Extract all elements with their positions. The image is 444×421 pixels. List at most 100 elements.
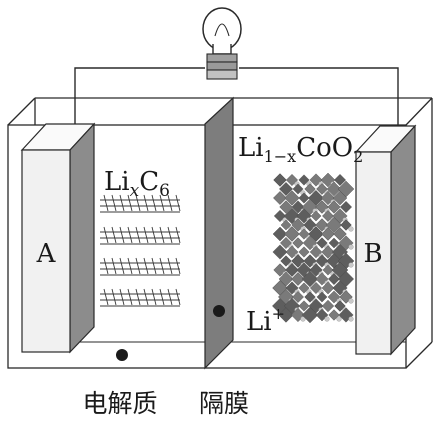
electrolyte-marker [116,349,128,361]
crystal-octahedron [291,200,305,214]
crystal-octahedron [273,263,287,277]
crystal-octahedron [298,192,310,204]
crystal-octahedron [284,226,300,242]
graphite-layers [100,194,181,307]
lithium-atom [324,316,330,322]
crystal-octahedron [339,290,353,304]
electrolyte-caption: 电解质 [82,389,157,418]
electrode-a: A [20,122,96,354]
graphite-sheet [100,288,181,307]
separator-membrane [204,96,234,370]
crystal-octahedron [273,173,287,187]
cathode-sub: 1−x [264,147,297,166]
crystal-octahedron [340,219,352,231]
crystal-octahedron [285,245,299,259]
cathode-sub-2: 2 [353,147,363,166]
crystal-octahedron [280,219,292,231]
crystal-octahedron [298,228,310,240]
crystal-octahedron [328,237,340,249]
ion-base: Li [246,307,272,337]
crystal-octahedron [279,200,293,214]
crystal-octahedron [321,281,335,295]
crystal-octahedron [280,255,292,267]
crystal-octahedron [326,181,342,197]
anode-sub-x: x [130,181,140,201]
crystal-octahedron [292,291,304,303]
crystal-octahedron [292,237,304,249]
crystal-octahedron [273,191,287,205]
crystal-octahedron [310,210,322,222]
crystal-octahedron [291,272,305,286]
crystal-octahedron [284,190,300,206]
cathode-material-label: Li1−xCoO2 [238,133,363,166]
electrode-a-label: A [36,239,57,269]
crystal-octahedron [304,183,316,195]
separator-caption: 隔膜 [199,389,249,418]
crystal-octahedron [279,182,293,196]
light-bulb-icon [202,7,242,80]
crystal-octahedron [322,210,334,222]
crystal-octahedron [301,270,319,288]
external-circuit [74,67,399,125]
lithium-atom [300,316,306,322]
crystal-octahedron [332,190,348,206]
anode-material-label: LixC6 [104,167,170,201]
wire-left [74,67,205,125]
crystal-octahedron [304,291,316,303]
crystal-octahedron [328,309,340,321]
cathode-rest: CoO [296,133,353,163]
ion-sup: + [272,304,285,323]
crystal-octahedron [272,244,288,260]
crystal-octahedron [272,226,288,242]
crystal-octahedron [340,201,352,213]
crystal-octahedron [285,263,299,277]
lithium-atom [348,226,354,232]
lithium-atom [348,244,354,250]
crystal-octahedron [328,273,340,285]
crystal-octahedron [301,306,319,324]
crystal-octahedron [326,217,342,233]
cobalt-oxide-crystal [272,172,355,324]
lithium-atom [348,298,354,304]
anode-mid: C [139,167,159,197]
crystal-octahedron [321,299,335,313]
crystal-octahedron [322,264,334,276]
callout-markers [116,305,225,361]
crystal-octahedron [309,281,323,295]
lithium-ion-label: Li+ [246,304,285,337]
crystal-octahedron [296,208,312,224]
crystal-octahedron [334,300,346,312]
graphite-sheet [100,226,181,245]
cathode-base: Li [238,133,264,163]
lithium-atom [348,316,354,322]
crystal-octahedron [292,183,304,195]
crystal-octahedron [309,263,323,277]
crystal-octahedron [316,291,328,303]
crystal-octahedron [327,200,341,214]
crystal-octahedron [315,272,329,286]
crystal-octahedron [309,173,323,187]
graphite-sheet [100,257,181,276]
lithium-atom [336,316,342,322]
anode-base: Li [104,167,130,197]
crystal-octahedron [334,174,346,186]
crystal-octahedron [278,307,294,323]
crystal-octahedron [283,207,301,225]
crystal-octahedron [316,237,328,249]
crystal-octahedron [333,227,347,241]
graphite-sheet [100,194,181,213]
crystal-octahedron [298,174,310,186]
crystal-octahedron [308,226,324,242]
crystal-octahedron [298,246,310,258]
separator-marker [213,305,225,317]
wire-right [239,67,399,125]
electrode-b-label: B [363,239,382,269]
anode-sub-6: 6 [159,181,170,201]
crystal-octahedron [321,227,335,241]
crystal-octahedron [298,282,310,294]
lithium-atom [348,262,354,268]
crystal-octahedron [278,271,294,287]
crystal-octahedron [298,300,310,312]
electrode-b: B [354,124,417,356]
